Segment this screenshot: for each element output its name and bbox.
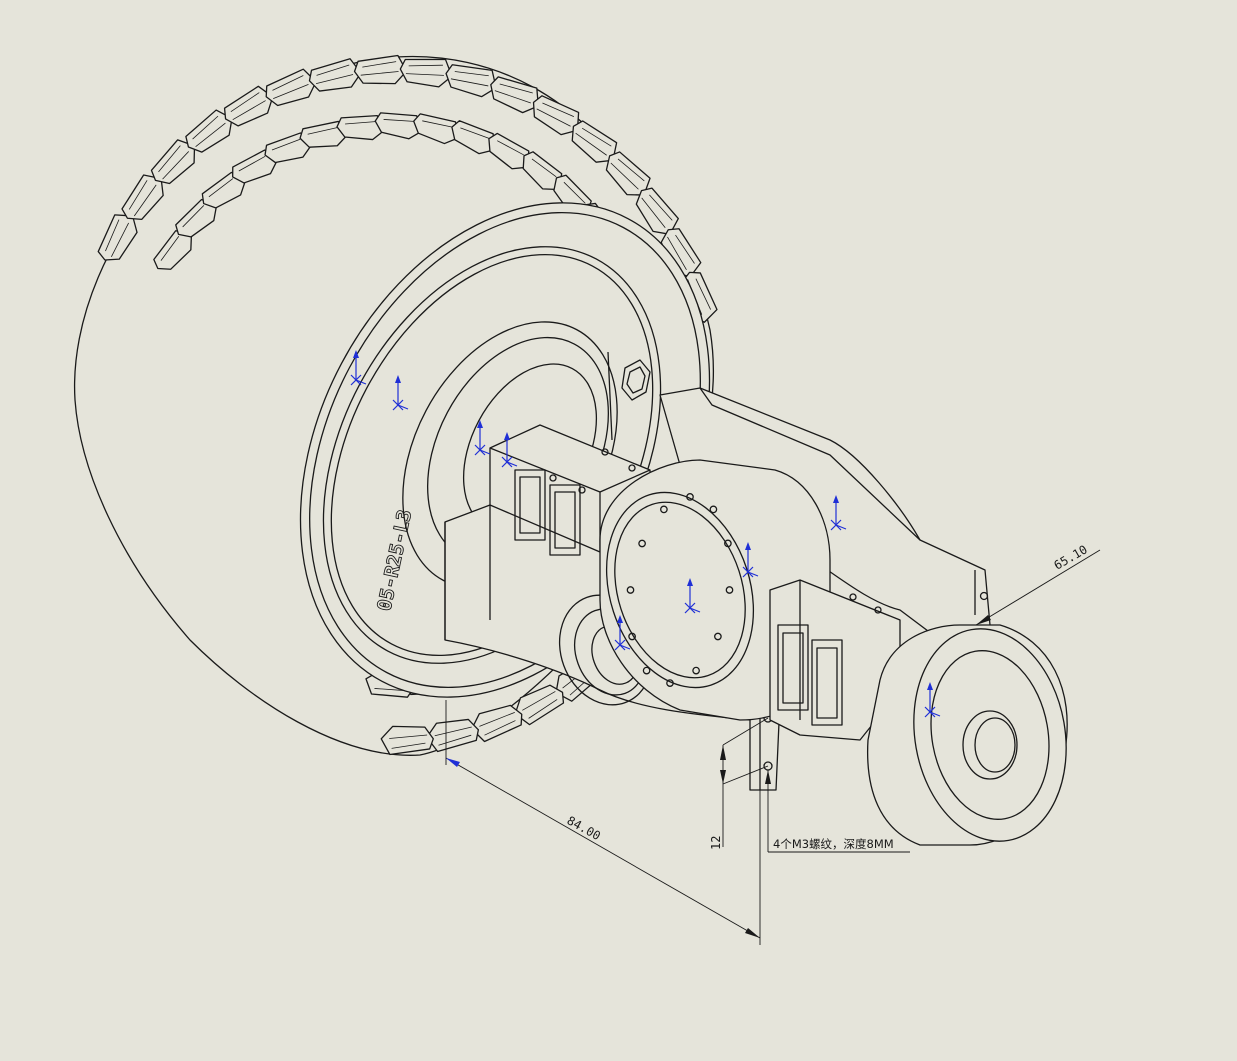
tread-block: [265, 68, 317, 107]
bolt-hole: [725, 586, 734, 594]
triad-marker: [924, 682, 941, 718]
tread-block: [490, 76, 539, 114]
tread-block: [223, 85, 274, 127]
bolt-hole: [724, 539, 732, 548]
tread-block: [201, 171, 247, 209]
tread-block: [514, 684, 565, 726]
tread-block: [185, 109, 233, 153]
tread-block: [380, 725, 434, 756]
tread-block: [336, 114, 386, 141]
tread-block: [635, 187, 679, 235]
dimension-offset-height[interactable]: 12: [709, 717, 769, 850]
bolt-hole: [626, 586, 635, 594]
bolt-hole: [709, 505, 718, 514]
tread-block: [571, 120, 618, 163]
tread-block: [353, 54, 408, 85]
coordinate-triads: [350, 350, 941, 718]
bolt-hole: [628, 632, 636, 641]
triad-marker: [742, 542, 759, 578]
tread-block: [426, 718, 480, 753]
bolt-hole: [686, 493, 694, 501]
tread-block: [153, 230, 193, 270]
triad-marker: [350, 350, 367, 386]
bolt-hole: [666, 679, 674, 687]
dimension-flange-distance[interactable]: 65.10: [975, 542, 1101, 626]
bolt-hole: [714, 632, 722, 641]
thread-note: 4个M3螺纹，深度8MM: [773, 837, 894, 851]
tread-block: [605, 151, 651, 196]
tread-block: [264, 132, 313, 164]
triad-marker: [501, 432, 518, 468]
triad-marker: [614, 615, 631, 651]
tread-block: [471, 704, 523, 743]
logo-emblem: [607, 351, 651, 441]
bolt-hole: [660, 505, 668, 514]
tread-block: [232, 149, 279, 184]
offset-height-value: 12: [709, 836, 723, 850]
tread-block: [532, 95, 580, 136]
tread-block: [97, 214, 138, 261]
tread-block: [121, 174, 164, 221]
tread-block: [399, 58, 453, 88]
tread-block: [413, 113, 460, 145]
bolt-hole: [638, 539, 646, 548]
tread-block: [175, 198, 218, 238]
tread-block: [299, 120, 349, 148]
thread-callout[interactable]: 4个M3螺纹，深度8MM: [765, 770, 910, 853]
overall-length-value: 84.00: [565, 813, 603, 843]
triad-marker: [474, 420, 491, 456]
tread-block: [308, 58, 362, 92]
housing-bolt-holes: [626, 493, 734, 687]
tread-block: [522, 151, 563, 191]
triad-marker: [392, 375, 409, 411]
end-hub: [866, 624, 1068, 846]
tread-block: [488, 132, 530, 170]
tread-block: [445, 64, 497, 98]
bolt-hole: [692, 666, 700, 675]
triad-marker: [830, 495, 847, 531]
tread-block: [451, 120, 495, 155]
triad-marker: [684, 578, 701, 614]
tread-block: [150, 139, 196, 185]
tread-block: [374, 112, 423, 140]
bolt-hole: [642, 666, 651, 675]
coupler-blocks: [514, 448, 901, 741]
